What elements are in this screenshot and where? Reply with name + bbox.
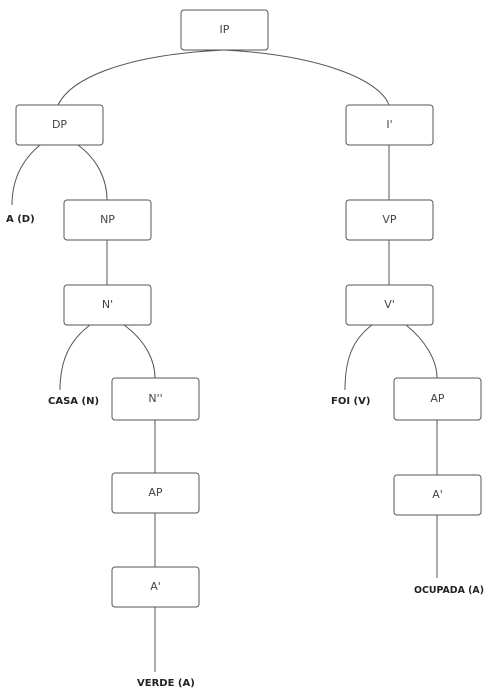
node-n-bar: N' [63, 284, 152, 326]
node-vp-label: VP [382, 213, 397, 226]
edge-ip-ibar [223, 49, 390, 106]
node-ip-label: IP [220, 23, 230, 36]
node-ap-left-label: AP [148, 486, 163, 499]
leaf-foi-v: FOI (V) [331, 396, 370, 407]
node-dp: DP [15, 104, 104, 146]
node-a-bar-right-label: A' [432, 488, 443, 501]
edge-dp-a-d [11, 144, 41, 206]
edge-nbar-casa [59, 324, 91, 391]
edge-vbar-foi [344, 324, 373, 391]
node-v-bar: V' [345, 284, 434, 326]
leaf-verde-a: VERDE (A) [137, 678, 195, 689]
node-ap-right: AP [393, 377, 482, 421]
edge-ip-dp [57, 49, 225, 106]
node-v-bar-label: V' [384, 298, 395, 311]
node-i-bar: I' [345, 104, 434, 146]
edge-dp-np [77, 144, 108, 201]
node-n-double-bar: N'' [111, 377, 200, 421]
node-a-bar-left: A' [111, 566, 200, 608]
node-a-bar-right: A' [393, 474, 482, 516]
leaf-ocupada-a: OCUPADA (A) [414, 585, 484, 596]
edge-vbar-ap [405, 324, 438, 379]
node-n-double-bar-label: N'' [148, 392, 162, 405]
node-np-label: NP [100, 213, 115, 226]
node-dp-label: DP [52, 118, 67, 131]
node-ap-left: AP [111, 472, 200, 514]
node-vp: VP [345, 199, 434, 241]
node-ap-right-label: AP [430, 392, 445, 405]
node-np: NP [63, 199, 152, 241]
leaf-a-d: A (D) [6, 214, 35, 225]
edge-nbar-ndoublebar [123, 324, 156, 379]
node-n-bar-label: N' [102, 298, 113, 311]
node-ip: IP [180, 9, 269, 51]
node-i-bar-label: I' [386, 118, 392, 131]
node-a-bar-left-label: A' [150, 580, 161, 593]
leaf-casa-n: CASA (N) [48, 396, 99, 407]
tree-edges [11, 49, 438, 672]
